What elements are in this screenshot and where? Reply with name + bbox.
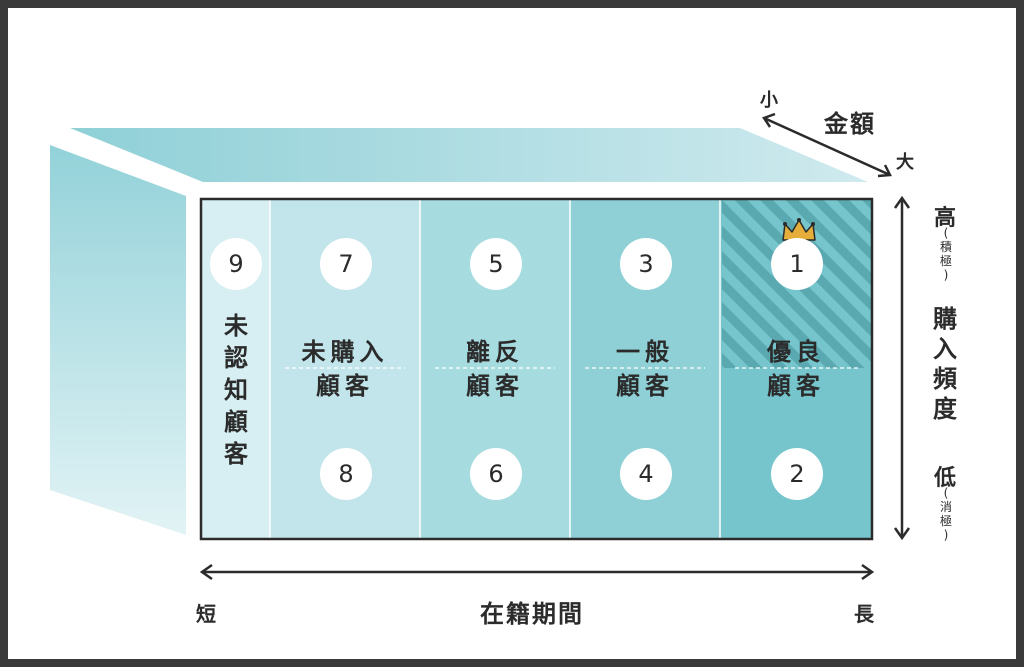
- note-char: 積: [939, 240, 952, 254]
- label-char: 未: [224, 312, 248, 340]
- note-paren: ): [943, 268, 949, 282]
- depth-axis-title: 金額: [824, 110, 876, 138]
- segment-number-7: 7: [320, 238, 372, 290]
- note-char: 極: [939, 514, 952, 528]
- label-char: 顧: [224, 408, 248, 436]
- title-char: 頻: [933, 365, 957, 393]
- segment-label-unaware: 未 認 知 顧 客: [216, 310, 256, 470]
- vertical-axis-top-end: 高: [934, 206, 957, 231]
- segment-number-2: 2: [771, 448, 823, 500]
- segment-number-1: 1: [771, 238, 823, 290]
- segment-label-loyal: 優良 顧客: [721, 335, 871, 403]
- label-line: 一般: [616, 338, 674, 366]
- label-char: 客: [224, 440, 248, 468]
- label-char: 知: [224, 376, 248, 404]
- horizontal-axis-title: 在籍期間: [480, 600, 584, 628]
- depth-axis-arrow: [762, 112, 892, 178]
- segment-label-churned: 離反 顧客: [420, 335, 570, 403]
- note-char: 極: [939, 254, 952, 268]
- depth-axis-far-end: 大: [896, 152, 914, 173]
- segment-label-general: 一般 顧客: [570, 335, 720, 403]
- vertical-axis-title: 購 入 頻 度: [930, 304, 960, 424]
- segment-number-8: 8: [320, 448, 372, 500]
- horizontal-axis-arrow: [199, 563, 875, 581]
- diagram-frame: 9 7 5 3 1 8 6 4 2 未 認 知 顧 客 未購入 顧客 離反 顧客…: [8, 8, 1016, 659]
- horizontal-axis-right-end: 長: [854, 602, 874, 626]
- note-paren: ): [943, 528, 949, 542]
- label-line: 顧客: [767, 372, 825, 400]
- cube-front-border: [199, 197, 874, 541]
- segment-number-5: 5: [470, 238, 522, 290]
- title-char: 度: [933, 395, 957, 423]
- segment-number-3: 3: [620, 238, 672, 290]
- segment-label-not-purchased: 未購入 顧客: [270, 335, 420, 403]
- label-char: 認: [224, 344, 248, 372]
- title-char: 購: [933, 305, 957, 333]
- crown-icon: [782, 218, 816, 241]
- cube-side-face: [50, 145, 186, 535]
- vertical-axis-top-note: ( 積 極 ): [936, 226, 956, 282]
- vertical-axis-bottom-end: 低: [934, 466, 957, 491]
- vertical-axis-arrow: [893, 195, 911, 541]
- note-char: 消: [939, 500, 952, 514]
- label-line: 顧客: [466, 372, 524, 400]
- note-paren: (: [943, 486, 949, 500]
- label-line: 優良: [767, 338, 825, 366]
- vertical-axis-bottom-note: ( 消 極 ): [936, 486, 956, 542]
- cube-top-face: [70, 128, 868, 182]
- segment-number-9: 9: [210, 238, 262, 290]
- depth-axis-near-end: 小: [760, 90, 778, 111]
- title-char: 入: [933, 335, 957, 363]
- segment-number-6: 6: [470, 448, 522, 500]
- label-line: 顧客: [616, 372, 674, 400]
- note-paren: (: [943, 226, 949, 240]
- horizontal-axis-left-end: 短: [196, 602, 216, 626]
- segment-number-4: 4: [620, 448, 672, 500]
- label-line: 離反: [466, 338, 524, 366]
- label-line: 顧客: [316, 372, 374, 400]
- label-line: 未購入: [301, 338, 389, 366]
